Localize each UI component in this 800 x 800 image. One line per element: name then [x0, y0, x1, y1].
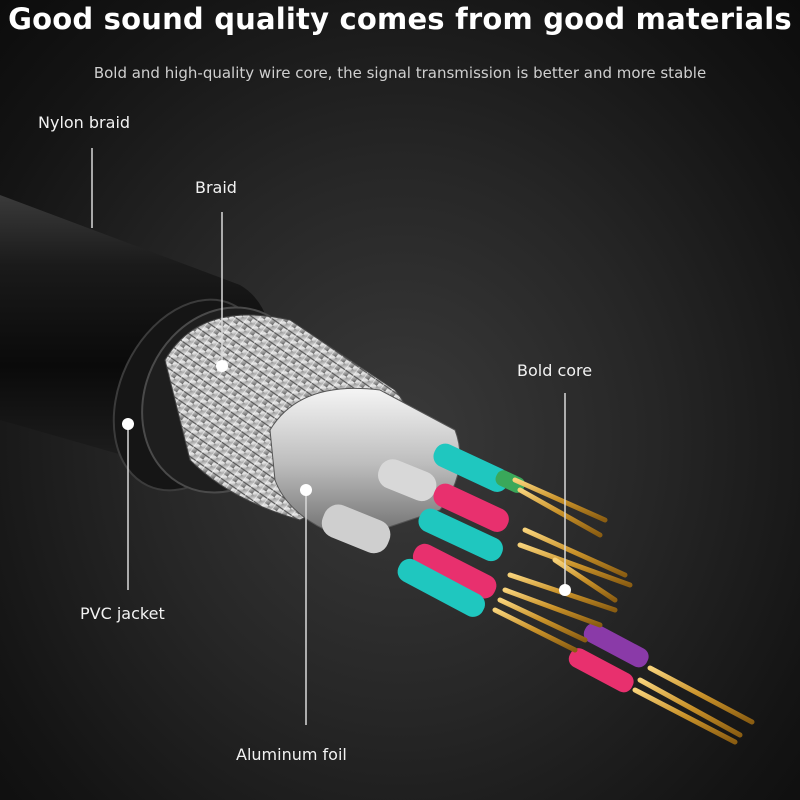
label-aluminum-foil: Aluminum foil	[236, 745, 347, 764]
label-braid: Braid	[195, 178, 237, 197]
callout-lines	[91, 148, 566, 725]
label-pvc-jacket: PVC jacket	[80, 604, 165, 623]
page-subtitle: Bold and high-quality wire core, the sig…	[93, 64, 707, 82]
page-title: Good sound quality comes from good mater…	[8, 2, 792, 36]
label-nylon-braid: Nylon braid	[38, 113, 131, 132]
callout-markers	[122, 360, 571, 596]
wire-cores-shape	[321, 443, 755, 745]
label-bold-core: Bold core	[517, 361, 593, 380]
